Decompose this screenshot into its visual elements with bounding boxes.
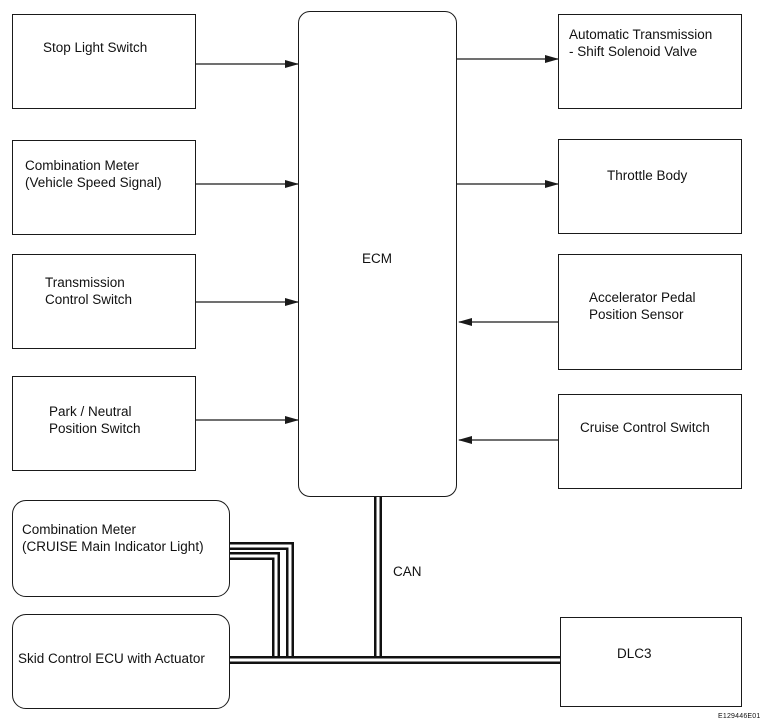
stop-light-switch-box: Stop Light Switch <box>12 14 196 109</box>
transmission-control-switch-label: Transmission Control Switch <box>45 275 133 307</box>
cruise-control-switch-box: Cruise Control Switch <box>558 394 742 489</box>
throttle-body-box: Throttle Body <box>558 139 742 234</box>
dlc3-box: DLC3 <box>560 617 742 707</box>
stop-light-switch-label: Stop Light Switch <box>43 40 148 55</box>
cruise-control-switch-label: Cruise Control Switch <box>580 420 710 435</box>
combination-meter-cruise-box: Combination Meter (CRUISE Main Indicator… <box>12 500 230 597</box>
combination-meter-speed-box: Combination Meter (Vehicle Speed Signal) <box>12 140 196 235</box>
automatic-transmission-box: Automatic Transmission - Shift Solenoid … <box>558 14 742 109</box>
automatic-transmission-label: Automatic Transmission - Shift Solenoid … <box>569 27 713 59</box>
accelerator-pedal-sensor-label: Accelerator Pedal Position Sensor <box>589 290 696 322</box>
dlc3-label: DLC3 <box>617 646 652 661</box>
throttle-body-label: Throttle Body <box>607 168 688 183</box>
accelerator-pedal-sensor-box: Accelerator Pedal Position Sensor <box>558 254 742 370</box>
combination-meter-cruise-label: Combination Meter (CRUISE Main Indicator… <box>22 522 204 554</box>
park-neutral-switch-box: Park / Neutral Position Switch <box>12 376 196 471</box>
ecm-box: ECM <box>298 11 457 497</box>
combination-meter-speed-label: Combination Meter (Vehicle Speed Signal) <box>25 158 162 190</box>
ecm-label: ECM <box>362 251 392 266</box>
figure-reference: E129446E01 <box>718 713 761 720</box>
transmission-control-switch-box: Transmission Control Switch <box>12 254 196 349</box>
skid-control-ecu-label: Skid Control ECU with Actuator <box>18 651 205 666</box>
skid-control-ecu-box: Skid Control ECU with Actuator <box>12 614 230 709</box>
park-neutral-switch-label: Park / Neutral Position Switch <box>49 404 141 436</box>
can-bus-label: CAN <box>393 564 422 579</box>
can-bus <box>230 497 560 664</box>
